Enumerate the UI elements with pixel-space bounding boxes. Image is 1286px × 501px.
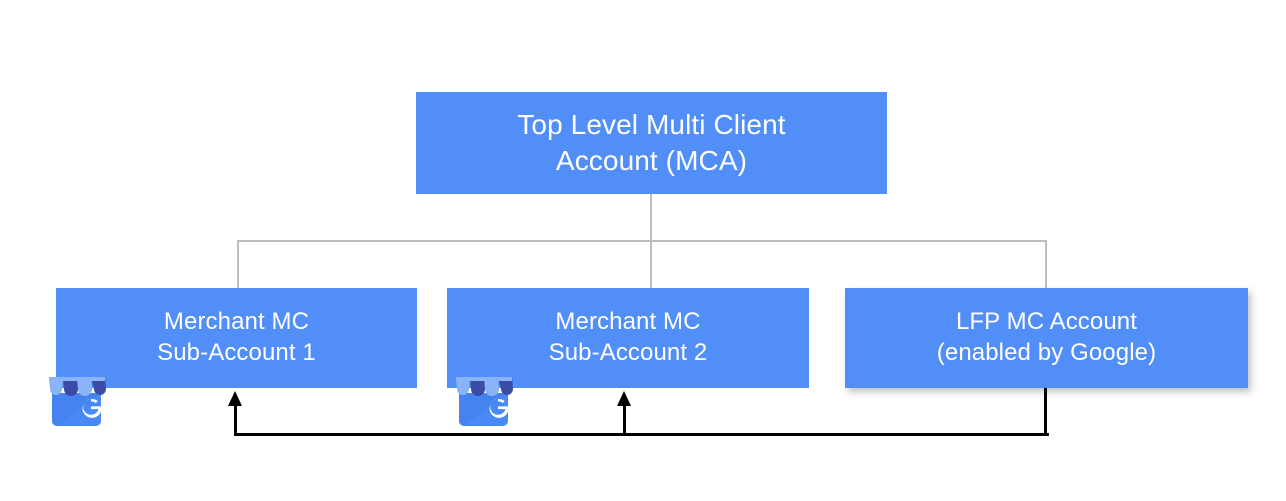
connector-drop-lfp <box>1045 240 1047 289</box>
connector-drop-sub1 <box>237 240 239 289</box>
feedback-riser-sub2 <box>623 403 626 435</box>
node-merchant-sub-account-1[interactable]: Merchant MC Sub-Account 1 <box>56 288 417 388</box>
google-business-profile-storefront-icon: G <box>49 377 106 426</box>
feedback-arrow-sub2-icon <box>617 391 631 406</box>
node-lfp-mc-account[interactable]: LFP MC Account (enabled by Google) <box>845 288 1248 388</box>
feedback-bus <box>234 433 1049 436</box>
node-top-level-mca-label: Top Level Multi Client Account (MCA) <box>517 109 786 176</box>
google-business-profile-storefront-icon <box>456 377 513 426</box>
connector-horizontal-bus <box>237 240 1047 242</box>
feedback-arrow-sub1-icon <box>228 391 242 406</box>
node-merchant-sub-account-2-label: Merchant MC Sub-Account 2 <box>548 308 708 366</box>
node-merchant-sub-account-2[interactable]: Merchant MC Sub-Account 2 <box>447 288 809 388</box>
connector-drop-sub2 <box>650 240 652 289</box>
connector-mca-stem <box>650 194 652 242</box>
node-lfp-mc-account-label: LFP MC Account (enabled by Google) <box>936 308 1157 366</box>
node-merchant-sub-account-1-label: Merchant MC Sub-Account 1 <box>157 308 316 366</box>
feedback-riser-sub1 <box>234 403 237 435</box>
feedback-riser-lfp <box>1044 388 1047 435</box>
node-top-level-mca[interactable]: Top Level Multi Client Account (MCA) <box>416 92 887 194</box>
